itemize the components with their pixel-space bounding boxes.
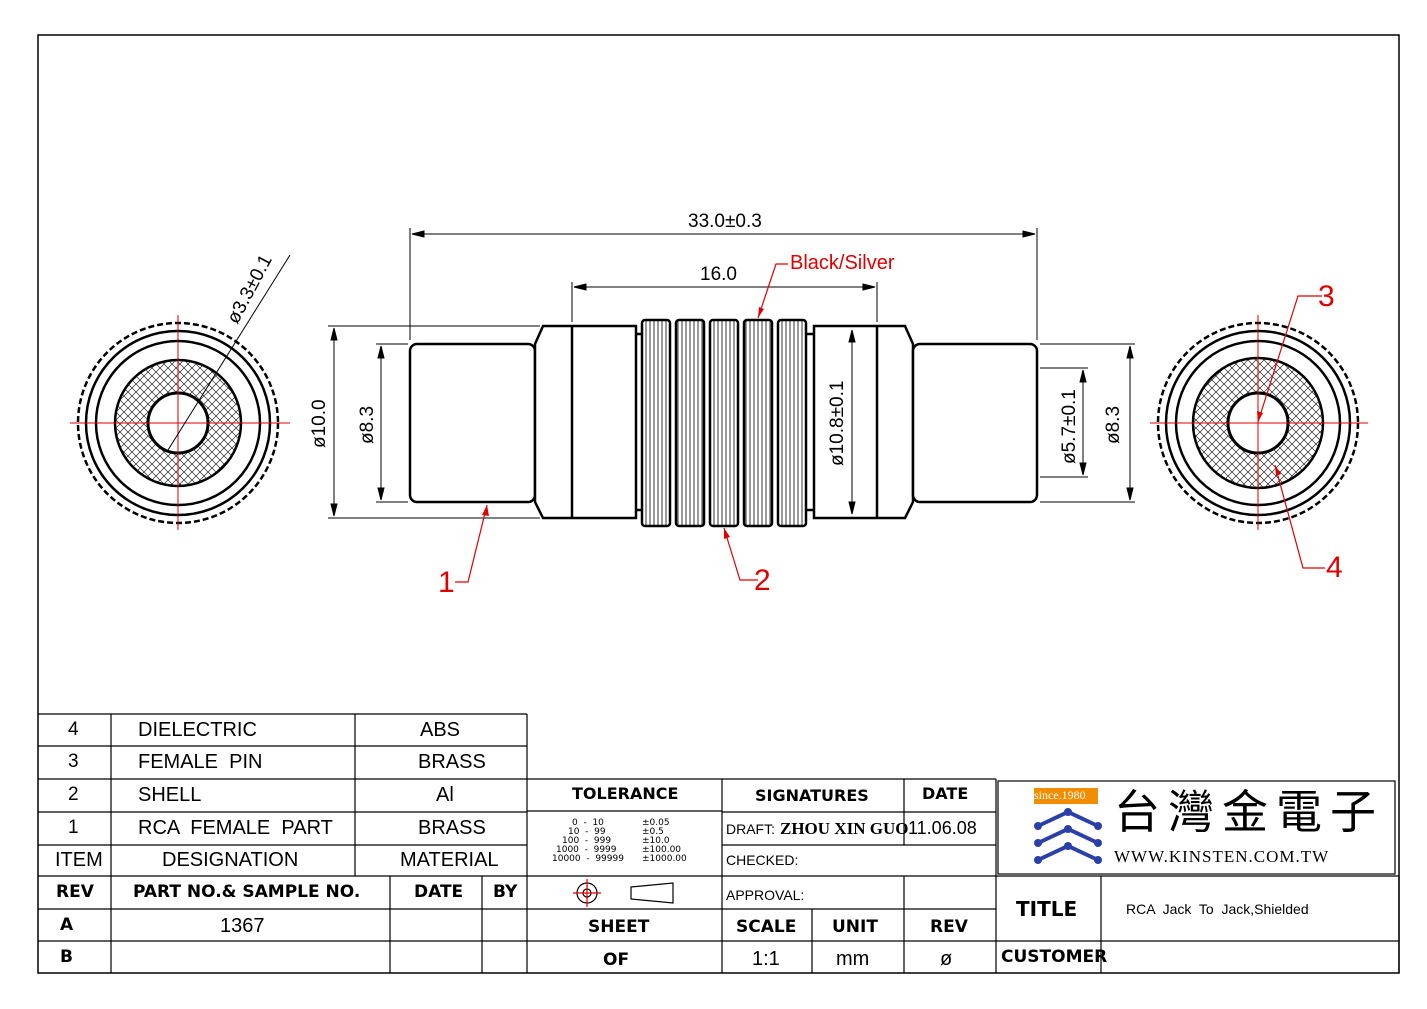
sheet-border bbox=[37, 34, 1400, 974]
bom-material: Al bbox=[436, 784, 454, 806]
right-end-view bbox=[1150, 315, 1368, 530]
callout-2: 2 bbox=[754, 564, 771, 597]
draft-date: 11.06.08 bbox=[908, 818, 977, 838]
tolerance-value: ±0.5 bbox=[642, 827, 664, 837]
draft-label: DRAFT: bbox=[726, 821, 775, 837]
dim-inner-length: 16.0 bbox=[700, 264, 737, 285]
approval-label: APPROVAL: bbox=[726, 887, 805, 903]
dim-plug-dia-right: ø8.3 bbox=[1103, 405, 1124, 444]
scale-label: SCALE bbox=[736, 917, 797, 937]
tolerance-range: 100 - 999 bbox=[562, 836, 612, 846]
rev-row-part: 1367 bbox=[220, 915, 265, 937]
dimension-lines bbox=[328, 228, 1135, 519]
bom-designation: DIELECTRIC bbox=[138, 719, 257, 741]
customer-label: CUSTOMER bbox=[1001, 947, 1108, 967]
rev-header-rev: REV bbox=[56, 882, 94, 902]
projection-symbol bbox=[573, 879, 674, 907]
bom-item: 4 bbox=[68, 719, 79, 740]
company-logo bbox=[1034, 788, 1102, 864]
rev-row-rev: B bbox=[60, 947, 73, 967]
dim-plug-dia-left: ø8.3 bbox=[357, 405, 378, 444]
tolerance-range: 0 - 10 bbox=[572, 818, 604, 828]
tolerance-value: ±0.05 bbox=[642, 818, 670, 828]
bom-header-material: MATERIAL bbox=[400, 849, 499, 871]
dim-overall-length: 33.0±0.3 bbox=[688, 211, 762, 232]
bom-item: 3 bbox=[68, 751, 79, 772]
date-title: DATE bbox=[922, 784, 969, 803]
scale-value: 1:1 bbox=[752, 948, 780, 970]
tolerance-range: 10 - 99 bbox=[568, 827, 606, 837]
bom-material: BRASS bbox=[418, 817, 486, 839]
side-view bbox=[408, 318, 1039, 528]
company-name: 台灣金電子 bbox=[1114, 787, 1384, 838]
callout-3: 3 bbox=[1318, 280, 1335, 313]
bom-header-item: ITEM bbox=[55, 849, 103, 871]
tolerance-value: ±1000.00 bbox=[642, 854, 687, 864]
left-end-view bbox=[70, 254, 291, 530]
dim-pin-dia: ø5.7±0.1 bbox=[1059, 389, 1080, 464]
tolerance-range: 1000 - 9999 bbox=[556, 845, 617, 855]
rev-header-by: BY bbox=[493, 882, 518, 902]
callout-1: 1 bbox=[438, 566, 455, 599]
bom-designation: SHELL bbox=[138, 784, 202, 806]
bom-designation: RCA FEMALE PART bbox=[138, 817, 333, 839]
table-grid bbox=[38, 713, 1400, 973]
draft-name: ZHOU XIN GUO bbox=[780, 819, 909, 838]
unit-label: UNIT bbox=[832, 917, 878, 937]
leader-lines bbox=[455, 263, 1325, 583]
unit-value: mm bbox=[836, 948, 870, 970]
bom-item: 2 bbox=[68, 784, 79, 805]
bom-header-designation: DESIGNATION bbox=[162, 849, 299, 871]
bom-item: 1 bbox=[68, 817, 79, 838]
tolerance-title: TOLERANCE bbox=[572, 784, 679, 803]
dim-shell-dia: ø10.8±0.1 bbox=[827, 380, 848, 466]
dim-body-dia: ø10.0 bbox=[309, 399, 330, 448]
rev-header-date: DATE bbox=[414, 882, 464, 902]
callout-4: 4 bbox=[1326, 551, 1343, 584]
rev-value: ø bbox=[940, 948, 953, 970]
tolerance-value: ±10.0 bbox=[642, 836, 670, 846]
rev-label: REV bbox=[930, 917, 968, 937]
signatures-title: SIGNATURES bbox=[755, 786, 869, 805]
callout-color-note: Black/Silver bbox=[790, 252, 895, 274]
bom-material: BRASS bbox=[418, 751, 486, 773]
tolerance-range: 10000 - 99999 bbox=[552, 854, 624, 864]
company-url: WWW.KINSTEN.COM.TW bbox=[1114, 847, 1330, 866]
bom-material: ABS bbox=[420, 719, 461, 741]
company-since: since.1980 bbox=[1034, 788, 1086, 802]
tolerance-value: ±100.00 bbox=[642, 845, 682, 855]
title-label: TITLE bbox=[1016, 897, 1078, 921]
of-label: OF bbox=[603, 950, 630, 970]
bom-designation: FEMALE PIN bbox=[138, 751, 263, 773]
rev-row-rev: A bbox=[60, 915, 74, 935]
drawing-title: RCA Jack To Jack,Shielded bbox=[1126, 901, 1309, 917]
sheet-label: SHEET bbox=[588, 917, 650, 937]
rev-header-part: PART NO.& SAMPLE NO. bbox=[133, 882, 361, 902]
checked-label: CHECKED: bbox=[726, 852, 799, 868]
